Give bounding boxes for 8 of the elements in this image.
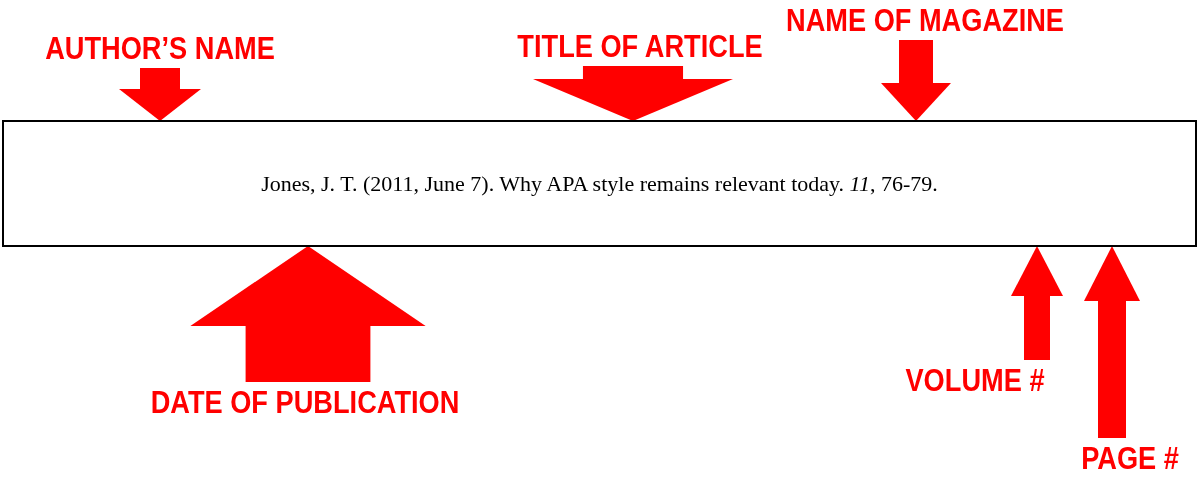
callout-label: VOLUME # [905, 362, 1045, 398]
citation-text: Jones, J. T. (2011, June 7). Why APA style remains relevant today. 11, 76-79. [261, 170, 938, 197]
citation-box [2, 120, 1197, 247]
callout-label: NAME OF MAGAZINE [786, 2, 1064, 38]
callout-label: TITLE OF ARTICLE [517, 28, 763, 64]
callout-label: PAGE # [1081, 440, 1179, 476]
callout-label: AUTHOR’S NAME [45, 30, 275, 66]
callout-label: DATE OF PUBLICATION [150, 384, 460, 420]
